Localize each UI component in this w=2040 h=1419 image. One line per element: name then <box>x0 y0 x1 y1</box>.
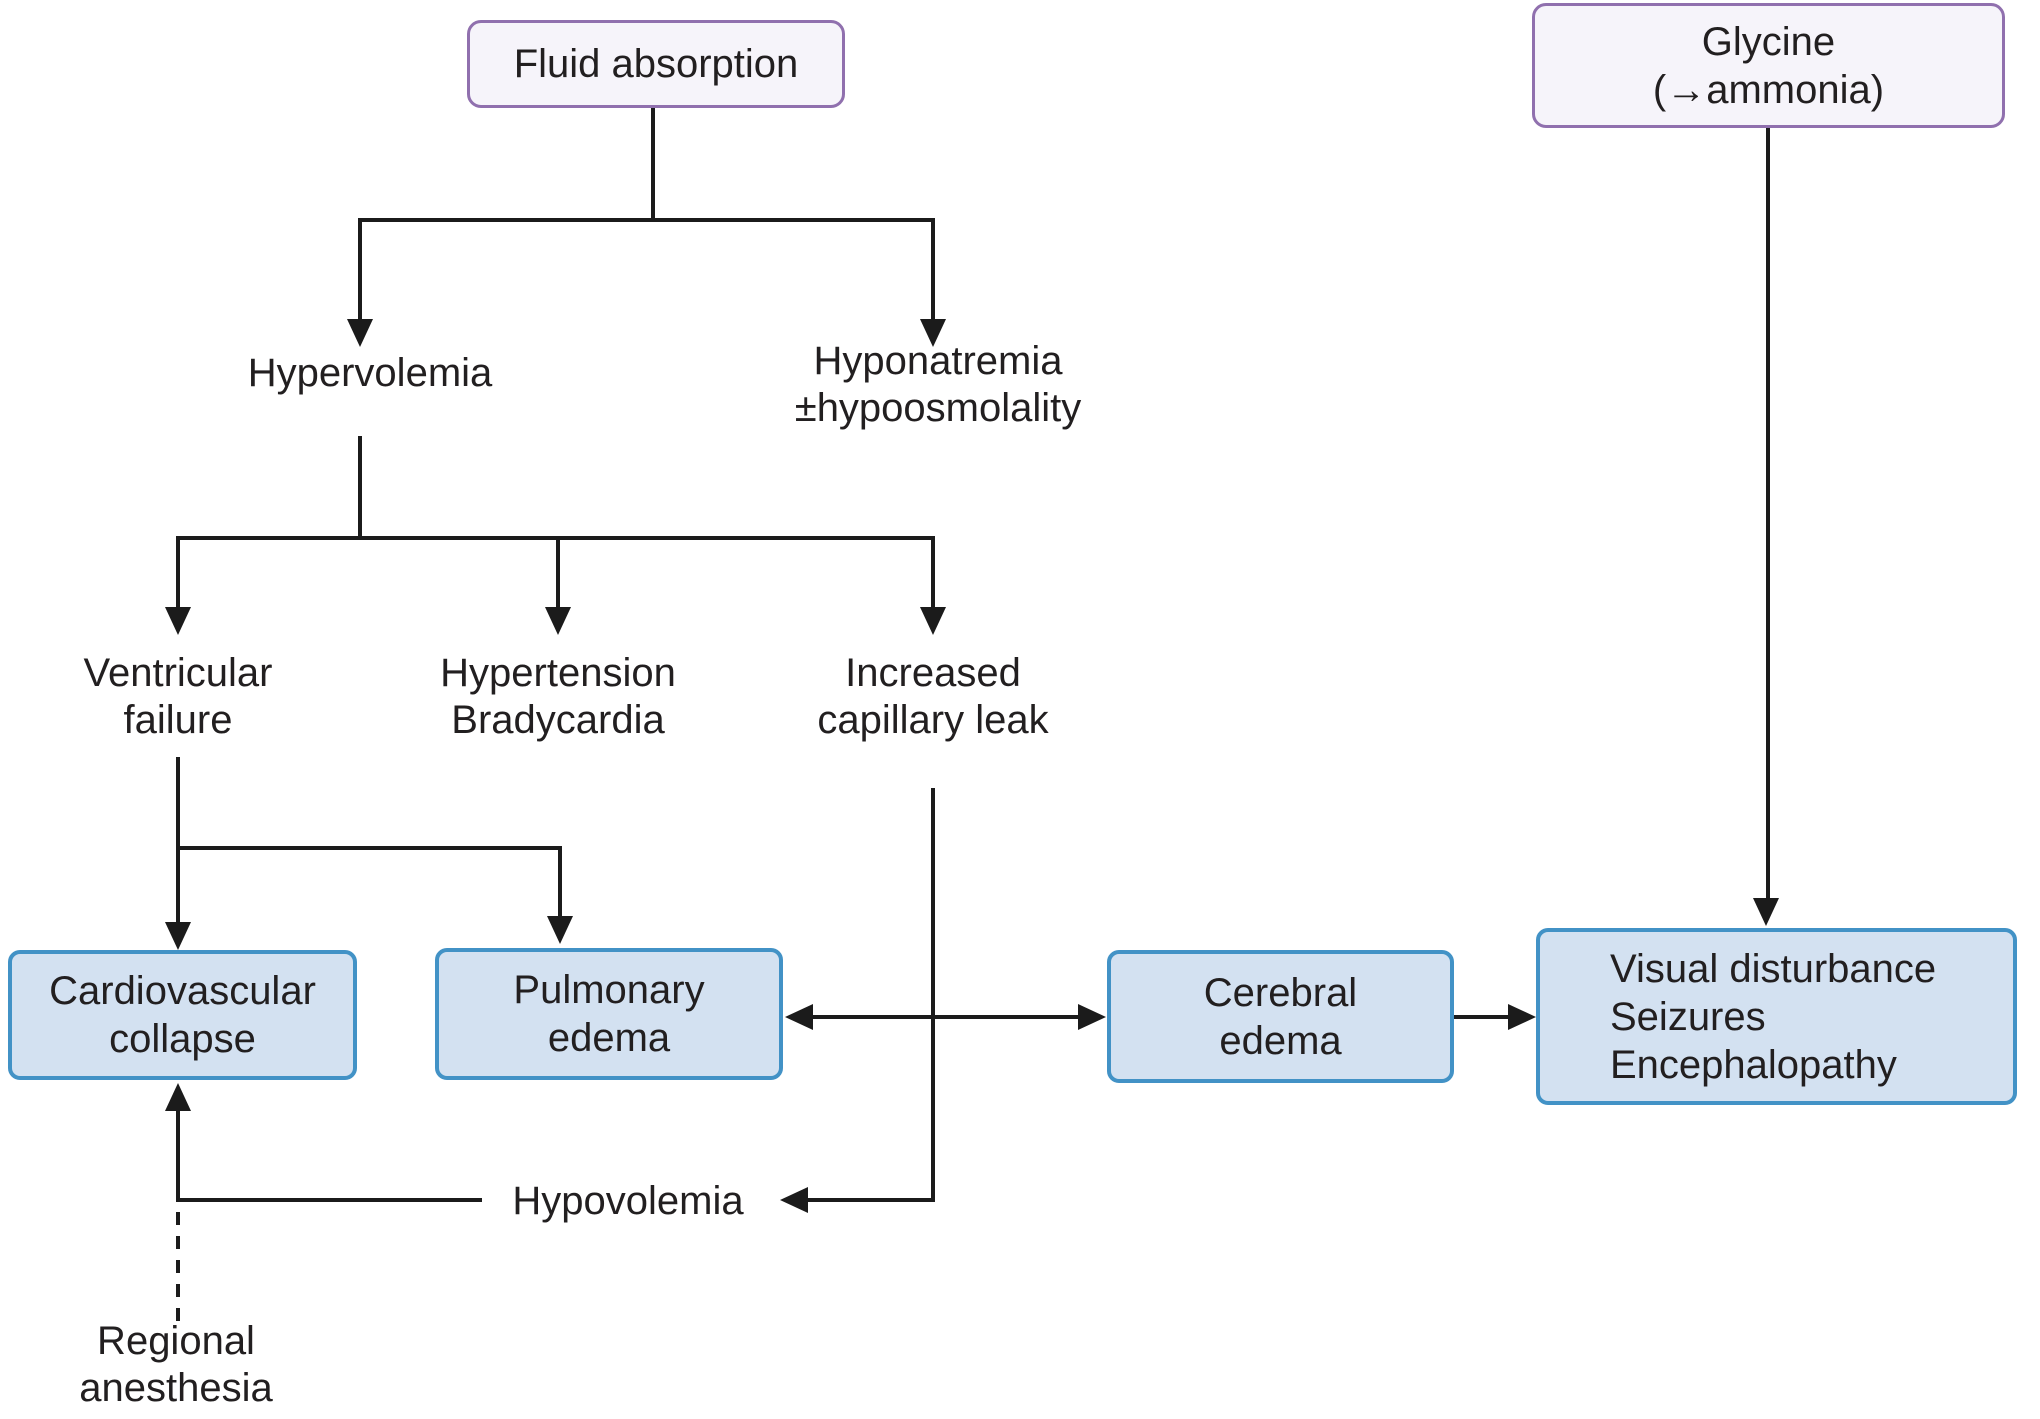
connector-to-ventricular <box>176 538 180 609</box>
node-increased-capillary-leak-line1: Increased <box>845 651 1021 695</box>
node-hypertension-bradycardia-line2: Bradycardia <box>451 698 665 742</box>
node-regional-anesthesia: Regional anesthesia <box>79 1318 272 1412</box>
connector-up-to-cardiovascular <box>176 1111 180 1202</box>
node-cardiovascular-collapse-line2: collapse <box>109 1017 256 1061</box>
connector-regional-anesthesia-dashed <box>176 1212 180 1326</box>
node-cerebral-edema-line1: Cerebral <box>1203 970 1358 1015</box>
arrowhead-to-hypovolemia <box>780 1187 808 1213</box>
connector-to-hypertension <box>556 538 560 609</box>
connector-to-hyponatremia <box>931 220 935 321</box>
connector-to-capillary-leak <box>931 538 935 609</box>
node-fluid-absorption-label: Fluid absorption <box>513 42 799 86</box>
arrowhead-to-visual-disturbance <box>1753 898 1779 926</box>
node-ventricular-failure: Ventricular failure <box>84 650 273 744</box>
connector-capillary-leak-stem <box>931 788 935 1202</box>
node-pulmonary-edema: Pulmonary edema <box>435 948 783 1080</box>
node-cerebral-edema: Cerebral edema <box>1107 950 1454 1083</box>
node-visual-disturbance-line3: Encephalopathy <box>1610 1042 1897 1087</box>
node-cardiovascular-collapse-line1: Cardiovascular <box>49 969 316 1013</box>
arrowhead-to-pulmonary-edema <box>785 1004 813 1030</box>
arrowhead-cerebral-to-visual <box>1508 1004 1536 1030</box>
node-hypovolemia: Hypovolemia <box>512 1178 743 1225</box>
node-hypervolemia-label: Hypervolemia <box>247 351 493 395</box>
node-fluid-absorption: Fluid absorption <box>467 20 845 108</box>
connector-ventricular-stem <box>176 757 180 924</box>
connector-cerebral-visual <box>1454 1015 1508 1019</box>
node-regional-anesthesia-line1: Regional <box>97 1319 255 1363</box>
node-glycine: Glycine (→ammonia) <box>1532 3 2005 128</box>
node-visual-disturbance-line2: Seizures <box>1610 994 1766 1039</box>
arrowhead-to-ventricular <box>165 607 191 635</box>
connector-fluid-stem <box>651 107 655 222</box>
node-hypovolemia-label: Hypovolemia <box>512 1179 744 1223</box>
connector-hypervolemia-stem <box>358 436 362 540</box>
connector-to-hypervolemia <box>358 220 362 321</box>
arrowhead-to-pulmonary <box>547 916 573 944</box>
node-ventricular-failure-line1: Ventricular <box>83 651 273 695</box>
node-ventricular-failure-line2: failure <box>123 698 233 742</box>
arrowhead-to-capillary-leak <box>920 607 946 635</box>
node-increased-capillary-leak: Increased capillary leak <box>817 650 1048 744</box>
connector-branch2-horizontal <box>176 536 935 540</box>
node-hypertension-bradycardia-line1: Hypertension <box>440 651 676 695</box>
arrowhead-to-hypervolemia <box>347 319 373 347</box>
node-hypervolemia: Hypervolemia <box>248 350 493 397</box>
connector-hypovolemia-right <box>806 1198 935 1202</box>
arrowhead-up-to-cardiovascular <box>165 1083 191 1111</box>
node-pulmonary-edema-line1: Pulmonary <box>513 968 705 1012</box>
connector-glycine-stem <box>1766 128 1770 900</box>
connector-to-pulmonary <box>558 846 562 918</box>
connector-pulmonary-cerebral <box>810 1015 1078 1019</box>
node-visual-disturbance-line1: Visual disturbance <box>1610 946 1937 991</box>
arrowhead-to-cerebral-edema <box>1078 1004 1106 1030</box>
node-hyponatremia-line1: Hyponatremia <box>813 339 1063 383</box>
node-glycine-label-line2: (→ammonia) <box>1652 67 1885 112</box>
arrowhead-to-hypertension <box>545 607 571 635</box>
node-pulmonary-edema-line2: edema <box>547 1016 671 1060</box>
node-cerebral-edema-line2: edema <box>1219 1018 1342 1063</box>
node-increased-capillary-leak-line2: capillary leak <box>817 698 1049 742</box>
arrowhead-to-cardiovascular <box>165 922 191 950</box>
node-cardiovascular-collapse: Cardiovascular collapse <box>8 950 357 1080</box>
connector-hypovolemia-left <box>176 1198 482 1202</box>
node-hyponatremia-line2: ±hypoosmolality <box>794 386 1082 430</box>
node-regional-anesthesia-line2: anesthesia <box>79 1366 273 1410</box>
node-visual-disturbance: Visual disturbance Seizures Encephalopat… <box>1536 928 2017 1105</box>
connector-branch1-horizontal <box>358 218 935 222</box>
node-hypertension-bradycardia: Hypertension Bradycardia <box>440 650 676 744</box>
arrowhead-to-hyponatremia <box>920 319 946 347</box>
connector-branch3-horizontal <box>176 846 562 850</box>
node-hyponatremia: Hyponatremia ±hypoosmolality <box>795 338 1082 432</box>
node-glycine-label-line1: Glycine <box>1701 19 1836 64</box>
